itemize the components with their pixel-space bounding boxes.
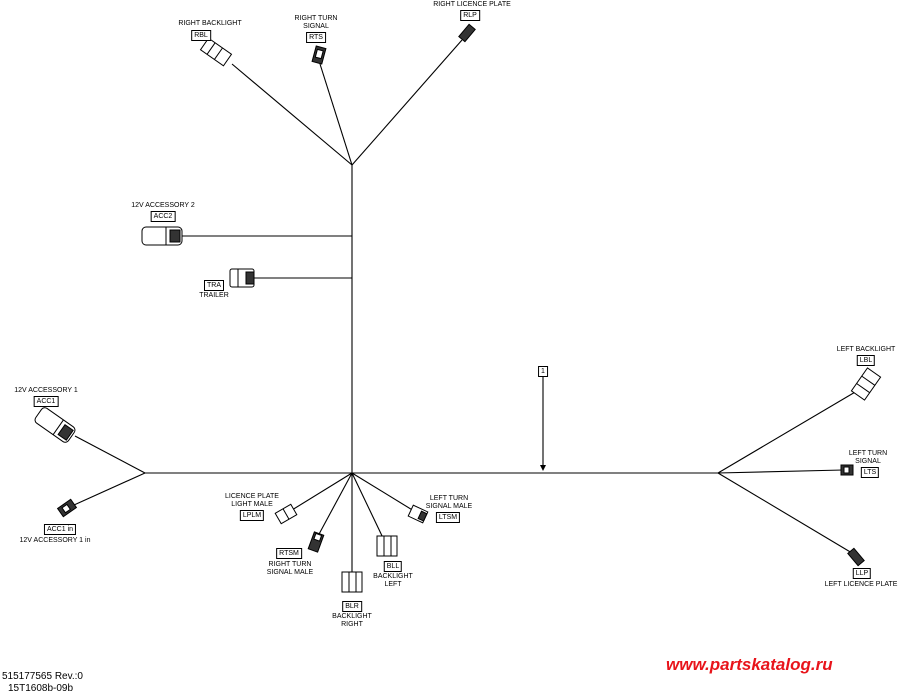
wire-rlp xyxy=(351,39,463,166)
connector-tra-icon xyxy=(229,268,255,288)
connector-rts-icon xyxy=(311,45,327,65)
label-lplm-2: LIGHT MALE xyxy=(231,501,273,508)
wire-lbl xyxy=(717,387,863,474)
label-tra: TRAILER xyxy=(199,292,229,299)
connector-llp-icon xyxy=(847,547,865,567)
wire-rtsm xyxy=(317,472,353,537)
label-rtsm-2: SIGNAL MALE xyxy=(266,569,314,576)
label-acc2: 12V ACCESSORY 2 xyxy=(131,202,195,209)
label-rts-1: RIGHT TURN xyxy=(294,15,338,22)
label-lts-1: LEFT TURN xyxy=(848,450,888,457)
connector-lts-icon xyxy=(840,464,854,476)
label-bll-2: LEFT xyxy=(384,581,402,588)
connector-lbl-icon xyxy=(850,367,882,401)
code-acc1in: ACC1 in xyxy=(43,524,77,535)
label-ltsm-2: SIGNAL MALE xyxy=(425,503,473,510)
connector-acc1in-icon xyxy=(56,498,78,518)
code-lts: LTS xyxy=(860,467,880,478)
code-ltsm: LTSM xyxy=(435,512,461,523)
label-rts-2: SIGNAL xyxy=(303,23,329,30)
wire-rbl xyxy=(231,63,353,166)
code-blr: BLR xyxy=(342,601,362,612)
connector-ltsm-icon xyxy=(407,504,429,524)
harness-wires xyxy=(73,39,863,572)
label-ltsm-1: LEFT TURN xyxy=(429,495,469,502)
watermark: www.partskatalog.ru xyxy=(666,655,833,674)
label-lts-2: SIGNAL xyxy=(855,458,881,465)
label-blr-1: BACKLIGHT xyxy=(332,613,372,620)
label-blr-2: RIGHT xyxy=(341,621,363,628)
code-lbl: LBL xyxy=(856,355,876,366)
wire-ltsm xyxy=(351,472,415,512)
code-rbl: RBL xyxy=(191,30,211,41)
connector-icons xyxy=(34,23,882,593)
label-acc1in: 12V ACCESSORY 1 in xyxy=(19,537,91,544)
connector-rlp-icon xyxy=(458,23,476,43)
callout-arrow-icon xyxy=(540,465,546,471)
code-lplm: LPLM xyxy=(239,510,265,521)
label-bll-1: BACKLIGHT xyxy=(373,573,413,580)
drawing-id: 15T1608b-09b xyxy=(8,683,74,694)
connector-acc2-icon xyxy=(141,226,183,246)
connector-lplm-icon xyxy=(274,503,298,525)
label-llp: LEFT LICENCE PLATE xyxy=(824,581,898,588)
connector-rtsm-icon xyxy=(307,531,325,553)
callout-number: 1 xyxy=(538,366,548,377)
label-rlp: RIGHT LICENCE PLATE xyxy=(433,1,511,8)
code-rts: RTS xyxy=(306,32,326,43)
code-rtsm: RTSM xyxy=(276,548,302,559)
label-acc1: 12V ACCESSORY 1 xyxy=(14,387,78,394)
part-number: 515177565 Rev.:0 xyxy=(2,671,83,682)
wire-llp xyxy=(717,472,853,554)
connector-rbl-icon xyxy=(199,37,233,67)
connector-blr-icon xyxy=(341,571,363,593)
code-acc1: ACC1 xyxy=(33,396,59,407)
code-llp: LLP xyxy=(852,568,872,579)
wire-lts xyxy=(717,469,844,474)
code-acc2: ACC2 xyxy=(150,211,176,222)
connector-bll-icon xyxy=(376,535,398,557)
code-rlp: RLP xyxy=(460,10,480,21)
label-lplm-1: LICENCE PLATE xyxy=(225,493,279,500)
code-bll: BLL xyxy=(383,561,403,572)
wire-lplm xyxy=(291,472,353,511)
wire-rts xyxy=(319,63,353,166)
code-tra: TRA xyxy=(204,280,224,291)
wire-acc1 xyxy=(74,435,146,474)
wire-acc1in xyxy=(73,472,146,506)
label-rbl: RIGHT BACKLIGHT xyxy=(178,20,242,27)
label-rtsm-1: RIGHT TURN xyxy=(268,561,312,568)
wire-bll xyxy=(351,472,385,541)
connector-acc1-icon xyxy=(34,407,76,443)
label-lbl: LEFT BACKLIGHT xyxy=(836,346,896,353)
